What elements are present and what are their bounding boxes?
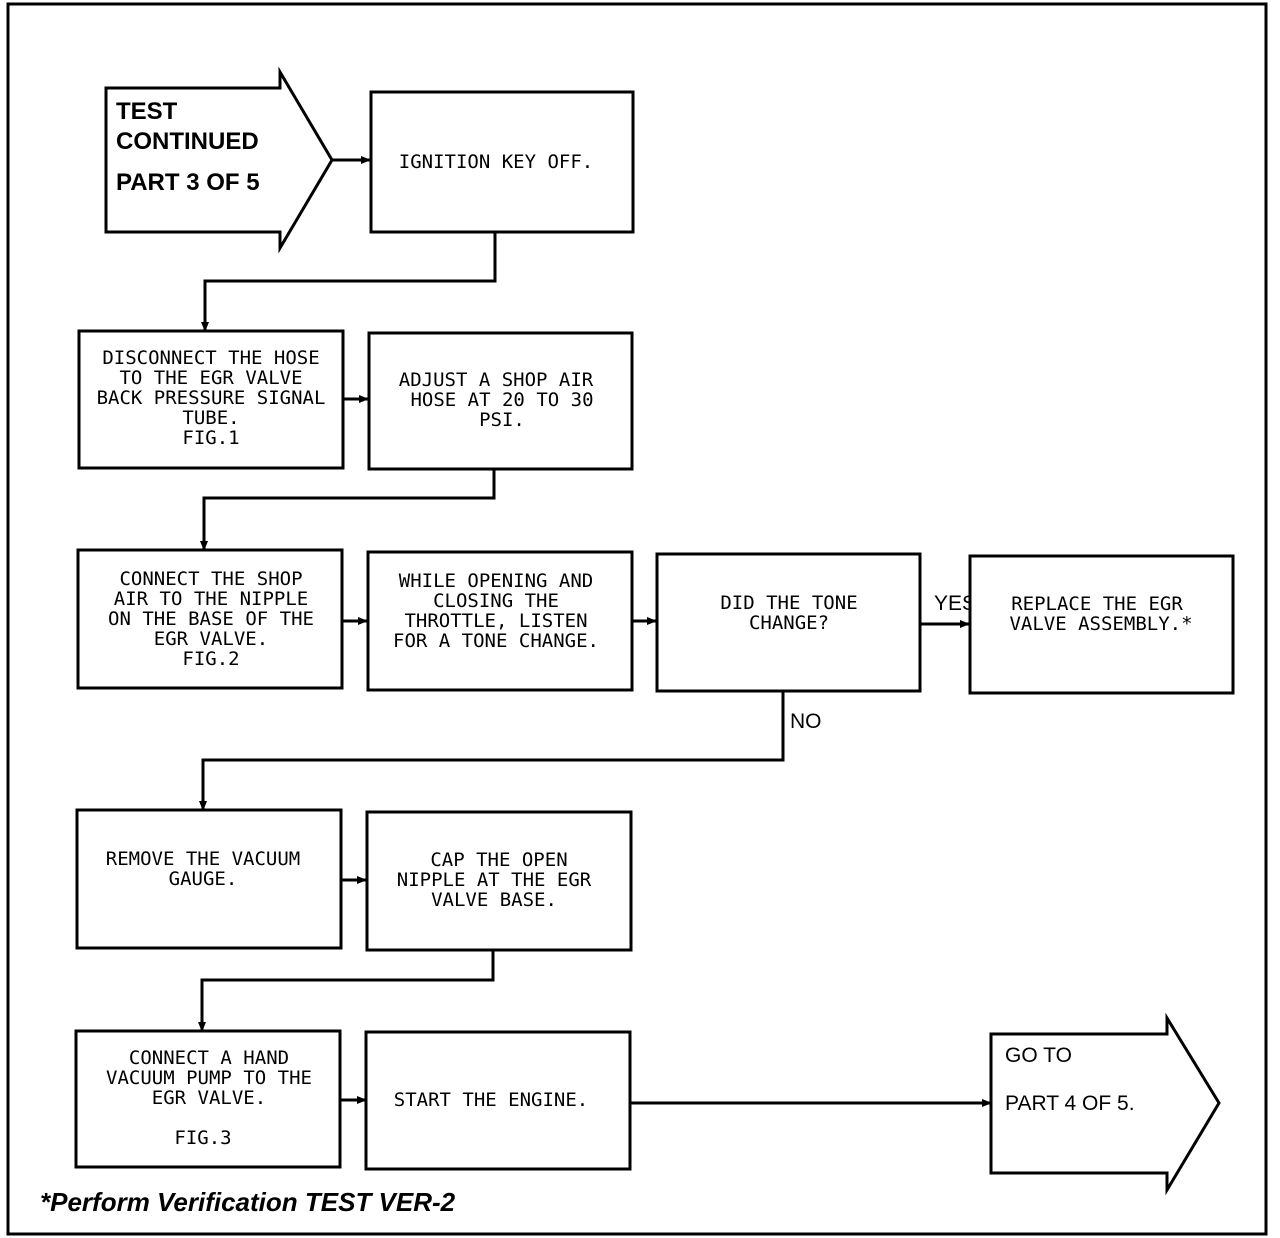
step-text: PSI. <box>479 409 525 431</box>
step-text: FIG.3 <box>174 1127 231 1149</box>
step-text: IGNITION KEY OFF. <box>399 151 593 173</box>
start-arrow: TEST CONTINUED PART 3 OF 5 <box>104 66 334 254</box>
step-start-engine: START THE ENGINE. <box>364 1030 632 1171</box>
step-text: VACUUM PUMP TO THE <box>106 1067 312 1089</box>
step-text: THROTTLE, LISTEN <box>404 610 587 632</box>
step-connect-shop-air: CONNECT THE SHOP AIR TO THE NIPPLE ON TH… <box>76 548 344 690</box>
connector-cap-to-connect-pump <box>198 950 495 1032</box>
step-text: WHILE OPENING AND <box>399 570 593 592</box>
connectors <box>198 156 992 1107</box>
step-disconnect-hose: DISCONNECT THE HOSE TO THE EGR VALVE BAC… <box>77 329 345 470</box>
step-text: CAP THE OPEN <box>430 849 567 871</box>
step-text: HOSE AT 20 TO 30 <box>410 389 593 411</box>
footnote: *Perform Verification TEST VER-2 <box>40 1187 456 1217</box>
step-text: FIG.1 <box>182 427 239 449</box>
goto-line-2: PART 4 OF 5. <box>1005 1092 1135 1115</box>
step-text: REMOVE THE VACUUM <box>106 848 300 870</box>
step-text: CONNECT A HAND <box>129 1047 289 1069</box>
step-text: DID THE TONE <box>720 592 857 614</box>
step-listen-tone-change: WHILE OPENING AND CLOSING THE THROTTLE, … <box>366 550 634 692</box>
step-replace-egr-valve: REPLACE THE EGR VALVE ASSEMBLY.* <box>968 554 1235 695</box>
connector-ignition-to-disconnect <box>201 232 497 332</box>
start-arrow-line-1: TEST <box>116 98 178 125</box>
step-remove-vacuum-gauge: REMOVE THE VACUUM GAUGE. <box>75 808 343 950</box>
start-arrow-line-3: PART 3 OF 5 <box>116 169 260 196</box>
no-label: NO <box>790 710 822 733</box>
step-text: TO THE EGR VALVE <box>119 367 302 389</box>
step-text: START THE ENGINE. <box>394 1089 588 1111</box>
step-text: CHANGE? <box>749 612 829 634</box>
step-text: GAUGE. <box>169 868 238 890</box>
step-text: TUBE. <box>182 407 239 429</box>
step-text: AIR TO THE NIPPLE <box>114 588 308 610</box>
step-cap-open-nipple: CAP THE OPEN NIPPLE AT THE EGR VALVE BAS… <box>365 810 633 952</box>
yes-label: YES <box>934 592 976 615</box>
connector-no-to-remove-gauge <box>199 691 785 811</box>
step-ignition-key-off: IGNITION KEY OFF. <box>369 90 635 234</box>
connector-adjust-to-connect-air <box>200 469 496 551</box>
step-text: VALVE BASE. <box>431 889 557 911</box>
step-text: EGR VALVE. <box>152 1087 266 1109</box>
step-text: CLOSING THE <box>433 590 559 612</box>
start-arrow-line-2: CONTINUED <box>116 128 259 155</box>
step-text: ADJUST A SHOP AIR <box>399 369 594 391</box>
step-text: EGR VALVE. <box>154 628 268 650</box>
step-text: FOR A TONE CHANGE. <box>393 630 599 652</box>
step-text: CONNECT THE SHOP <box>119 568 302 590</box>
step-text: BACK PRESSURE SIGNAL <box>97 387 326 409</box>
step-text: DISCONNECT THE HOSE <box>102 347 319 369</box>
step-adjust-shop-air: ADJUST A SHOP AIR HOSE AT 20 TO 30 PSI. <box>367 331 634 471</box>
step-text: REPLACE THE EGR <box>1011 593 1183 615</box>
goto-line-1: GO TO <box>1005 1044 1072 1067</box>
step-text: NIPPLE AT THE EGR <box>397 869 592 891</box>
step-text: VALVE ASSEMBLY.* <box>1009 613 1192 635</box>
step-connect-hand-vacuum-pump: CONNECT A HAND VACUUM PUMP TO THE EGR VA… <box>74 1029 342 1169</box>
step-text: ON THE BASE OF THE <box>108 608 314 630</box>
page-frame <box>6 2 1268 1236</box>
step-text: FIG.2 <box>182 648 239 670</box>
goto-arrow: GO TO PART 4 OF 5. <box>989 1012 1221 1196</box>
decision-tone-change: DID THE TONE CHANGE? <box>655 552 922 693</box>
